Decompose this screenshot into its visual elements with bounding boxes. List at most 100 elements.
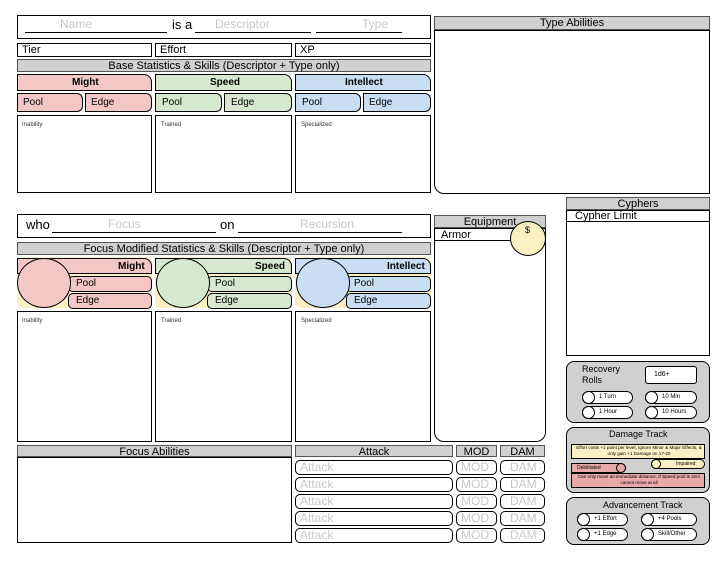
attack-row-3-mod[interactable] bbox=[456, 494, 497, 509]
recovery-ten-hours-checkbox[interactable] bbox=[645, 406, 658, 419]
attack-row-4-label: Attack bbox=[300, 511, 334, 525]
might-label: Might bbox=[72, 77, 99, 88]
effort-field[interactable] bbox=[155, 43, 292, 57]
attack-row-5-mod-label: MOD bbox=[461, 528, 489, 542]
attack-row-5-dam[interactable] bbox=[500, 528, 545, 543]
attack-row-2-mod[interactable] bbox=[456, 477, 497, 492]
cypher-limit-field[interactable] bbox=[566, 210, 710, 222]
attack-row-1-mod[interactable] bbox=[456, 460, 497, 475]
descriptor-field[interactable] bbox=[195, 18, 311, 33]
focus-speed-value-circle[interactable] bbox=[156, 258, 210, 308]
debilitated-label: Debilitated bbox=[577, 465, 601, 471]
focus-specialized-area[interactable] bbox=[295, 311, 431, 442]
recovery-turn-label: 1 Turn bbox=[599, 394, 617, 400]
focus-might-edge-field[interactable] bbox=[68, 293, 152, 309]
focus-might-value-circle[interactable] bbox=[17, 258, 71, 308]
cypher-limit-label: Cypher Limit bbox=[575, 210, 637, 222]
effort-label: Effort bbox=[160, 44, 187, 56]
recursion-field[interactable] bbox=[238, 218, 402, 233]
equipment-area[interactable] bbox=[434, 228, 546, 442]
on-label: on bbox=[220, 217, 235, 232]
debilitated-checkbox[interactable] bbox=[616, 463, 626, 473]
type-abilities-area[interactable] bbox=[434, 30, 710, 194]
focus-speed-label: Speed bbox=[255, 261, 286, 272]
attack-row-3-name[interactable] bbox=[295, 494, 453, 509]
descriptor-placeholder: Descriptor bbox=[215, 17, 270, 31]
focus-abilities-area[interactable] bbox=[17, 457, 292, 543]
money-circle[interactable] bbox=[510, 221, 546, 256]
attack-row-1-dam-label: DAM bbox=[510, 460, 537, 474]
name-placeholder: Name bbox=[60, 17, 93, 31]
recovery-turn-checkbox[interactable] bbox=[582, 391, 595, 404]
focus-field[interactable] bbox=[52, 218, 216, 233]
base-stats-header: Base Statistics & Skills (Descriptor + T… bbox=[17, 59, 431, 72]
impaired-checkbox[interactable] bbox=[651, 459, 661, 469]
attack-row-2-dam[interactable] bbox=[500, 477, 545, 492]
impaired-label: Impaired bbox=[676, 461, 696, 467]
focus-trained-area[interactable] bbox=[155, 311, 292, 442]
intellect-pool-field[interactable] bbox=[295, 93, 361, 112]
intellect-edge-field[interactable] bbox=[363, 93, 431, 112]
specialized-area[interactable] bbox=[295, 115, 431, 193]
intellect-pool-label: Pool bbox=[302, 97, 323, 108]
focus-speed-edge-field[interactable] bbox=[207, 293, 292, 309]
attack-row-4-dam[interactable] bbox=[500, 511, 545, 526]
type-placeholder: Type bbox=[362, 17, 389, 31]
adv-skill-checkbox[interactable] bbox=[641, 528, 654, 541]
recovery-hour-checkbox[interactable] bbox=[582, 406, 595, 419]
speed-edge-label: Edge bbox=[231, 97, 255, 108]
focus-specialized-label: Specialized bbox=[301, 318, 332, 324]
focus-stats-header: Focus Modified Statistics & Skills (Desc… bbox=[17, 242, 431, 255]
adv-skill-label: Skill/Other bbox=[658, 531, 686, 537]
intellect-edge-label: Edge bbox=[369, 97, 393, 108]
inability-area[interactable] bbox=[17, 115, 152, 193]
specialized-label: Specialized bbox=[301, 122, 332, 128]
dam-header: DAM bbox=[500, 445, 545, 458]
speed-label-pill bbox=[155, 74, 292, 91]
focus-might-label: Might bbox=[118, 261, 145, 272]
who-label: who bbox=[26, 217, 50, 232]
speed-pool-field[interactable] bbox=[155, 93, 222, 112]
adv-edge-checkbox[interactable] bbox=[577, 528, 590, 541]
focus-intellect-value-circle[interactable] bbox=[296, 258, 350, 308]
might-edge-field[interactable] bbox=[85, 93, 152, 112]
focus-intellect-edge-label: Edge bbox=[354, 295, 378, 306]
intellect-label: Intellect bbox=[345, 77, 383, 88]
focus-might-pool-label: Pool bbox=[76, 278, 97, 289]
focus-intellect-pool-label: Pool bbox=[354, 278, 375, 289]
focus-inability-area[interactable] bbox=[17, 311, 152, 442]
debilitated-desc: Can only move an immediate distance. If … bbox=[577, 474, 701, 485]
xp-field[interactable] bbox=[295, 43, 431, 57]
focus-placeholder: Focus bbox=[108, 217, 141, 231]
recovery-dice-field[interactable] bbox=[645, 366, 697, 384]
attack-row-4-mod[interactable] bbox=[456, 511, 497, 526]
attack-row-1-dam[interactable] bbox=[500, 460, 545, 475]
adv-pools-label: +4 Pools bbox=[658, 516, 682, 522]
damage-title: Damage Track bbox=[609, 429, 668, 439]
impaired-desc-box bbox=[571, 444, 705, 459]
speed-label: Speed bbox=[210, 77, 241, 88]
attack-row-1-name[interactable] bbox=[295, 460, 453, 475]
focus-abilities-header: Focus Abilities bbox=[17, 445, 292, 458]
name-field[interactable] bbox=[25, 18, 167, 33]
attack-row-2-mod-label: MOD bbox=[461, 477, 489, 491]
attack-row-5-name[interactable] bbox=[295, 528, 453, 543]
recovery-ten-min-checkbox[interactable] bbox=[645, 391, 658, 404]
type-field[interactable] bbox=[316, 18, 402, 33]
attack-row-2-name[interactable] bbox=[295, 477, 453, 492]
might-pool-label: Pool bbox=[23, 97, 44, 108]
tier-field[interactable] bbox=[17, 43, 152, 57]
recovery-hour-label: 1 Hour bbox=[599, 409, 618, 415]
trained-area[interactable] bbox=[155, 115, 292, 193]
adv-pools-checkbox[interactable] bbox=[641, 513, 654, 526]
attack-row-5-mod[interactable] bbox=[456, 528, 497, 543]
attack-row-4-name[interactable] bbox=[295, 511, 453, 526]
attack-row-3-dam[interactable] bbox=[500, 494, 545, 509]
adv-effort-checkbox[interactable] bbox=[577, 513, 590, 526]
might-label-pill bbox=[17, 74, 152, 91]
focus-intellect-edge-field[interactable] bbox=[346, 293, 431, 309]
attack-row-2-label: Attack bbox=[300, 477, 334, 491]
speed-edge-field[interactable] bbox=[224, 93, 292, 112]
cyphers-area[interactable] bbox=[566, 210, 710, 356]
might-pool-field[interactable] bbox=[17, 93, 83, 112]
